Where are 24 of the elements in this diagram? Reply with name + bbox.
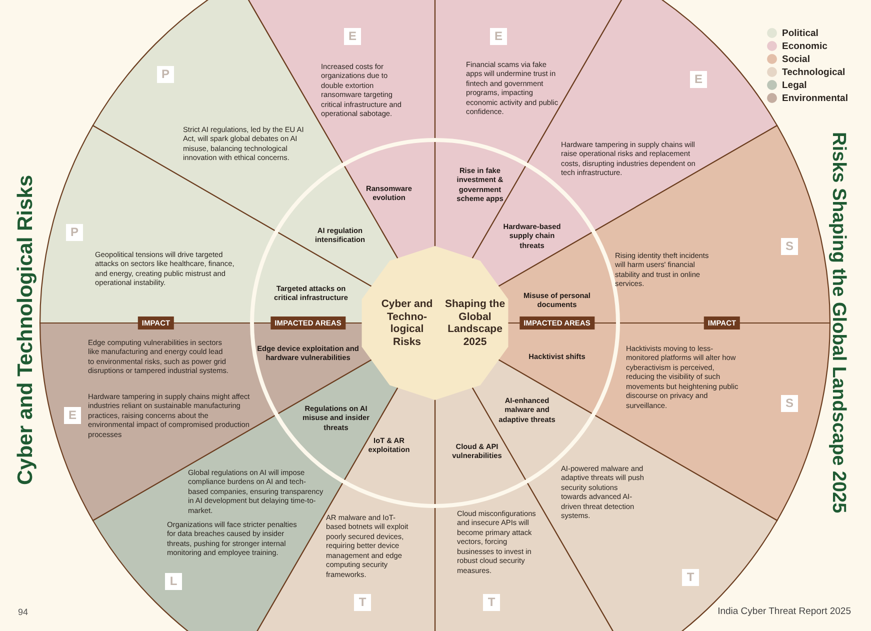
legend-label: Technological xyxy=(782,66,846,78)
category-badge: P xyxy=(157,66,174,83)
legend-label: Social xyxy=(782,54,810,64)
legend-label: Political xyxy=(782,28,818,38)
category-badge: P xyxy=(66,224,83,241)
category-badge: T xyxy=(354,594,371,611)
footer-text: India Cyber Threat Report 2025 xyxy=(718,606,851,617)
category-badge: L xyxy=(165,573,182,590)
side-title: Risks Shaping the Global Landscape 2025 xyxy=(827,131,849,516)
category-badge: E xyxy=(690,71,707,88)
category-badge: S xyxy=(781,395,798,412)
category-badge: T xyxy=(483,594,500,611)
category-badge: T xyxy=(682,569,699,586)
category-badge: S xyxy=(781,238,798,255)
center-title: Cyber and Techno- logical Risks xyxy=(380,298,434,348)
page-number: 94 xyxy=(18,607,28,617)
legend-label: Environmental xyxy=(782,92,848,104)
legend-label: Economic xyxy=(782,40,828,52)
category-badge: E xyxy=(490,28,507,45)
side-title: Cyber and Technological Risks xyxy=(14,174,38,488)
legend-label: Legal xyxy=(782,80,807,90)
category-badge: E xyxy=(64,407,81,424)
category-badge: E xyxy=(344,28,361,45)
center-title: Shaping the Global Landscape 2025 xyxy=(444,298,506,348)
